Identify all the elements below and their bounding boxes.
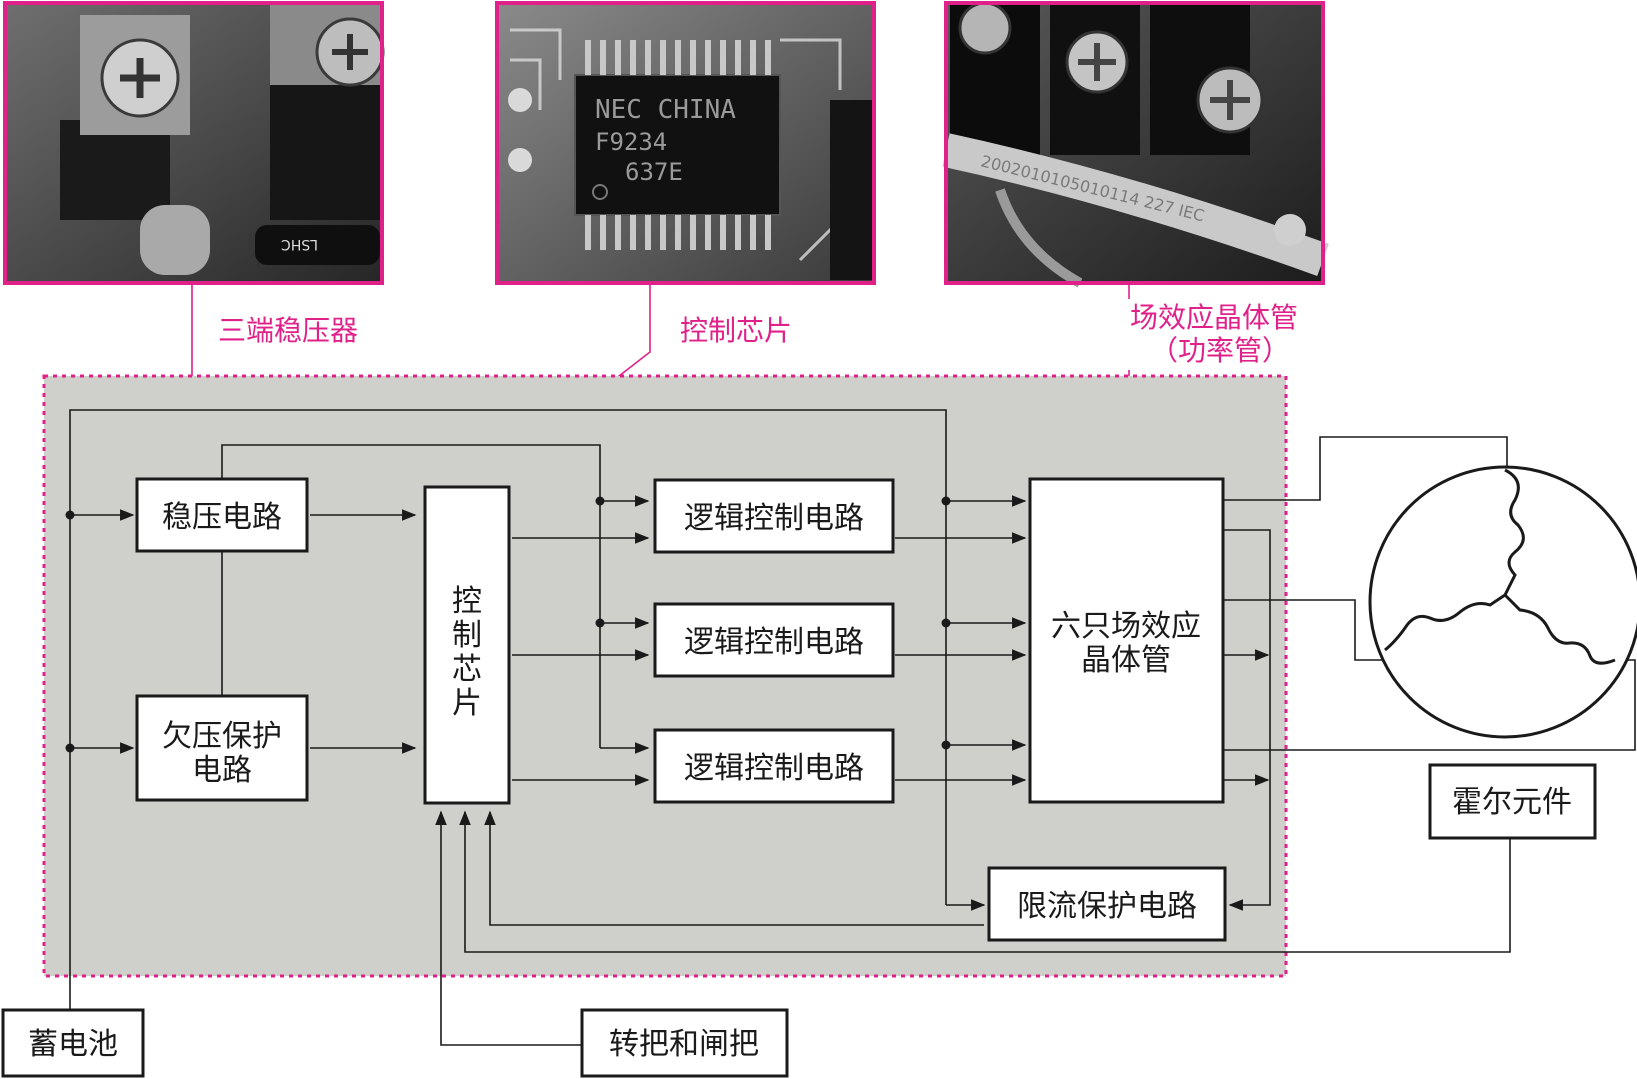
chip-marking-3: 637E	[625, 158, 683, 186]
fets-label-line1: 六只场效应	[1051, 609, 1201, 644]
current-limit-label: 限流保护电路	[1017, 889, 1197, 924]
logic-block-1: 逻辑控制电路	[653, 478, 895, 554]
battery-label: 蓄电池	[28, 1027, 118, 1062]
undervoltage-label-line1: 欠压保护	[162, 719, 282, 754]
hall-label: 霍尔元件	[1452, 785, 1572, 820]
chip-photo: NEC CHINA F9234 637E	[495, 1, 876, 285]
motor-windings	[1384, 468, 1616, 665]
control-chip-char-4: 片	[452, 686, 482, 721]
battery-block: 蓄电池	[1, 1008, 145, 1078]
control-chip-char-2: 制	[452, 618, 482, 653]
logic-label-2: 逻辑控制电路	[684, 625, 864, 660]
control-chip-char-1: 控	[452, 584, 482, 619]
fets-label-line2: 晶体管	[1081, 643, 1171, 678]
svg-text:LSHC: LSHC	[281, 236, 318, 252]
undervoltage-label-line2: 电路	[192, 753, 252, 788]
callout-power-tube: （功率管）	[1150, 334, 1290, 367]
callout-regulator: 三端稳压器	[218, 314, 358, 347]
undervoltage-block: 欠压保护 电路	[135, 694, 309, 802]
motor	[1368, 465, 1637, 739]
wires	[65, 409, 1636, 1046]
chip-marking-1: NEC CHINA	[595, 95, 736, 125]
fet-photo: 2002010105010114 227 IEC	[942, 1, 1329, 288]
current-limit-block: 限流保护电路	[987, 866, 1227, 942]
logic-block-2: 逻辑控制电路	[653, 602, 895, 678]
regulator-label: 稳压电路	[162, 500, 282, 535]
throttle-block: 转把和闸把	[580, 1008, 789, 1078]
fets-block: 六只场效应 晶体管	[1028, 477, 1225, 804]
motor-stator-circle	[1368, 465, 1637, 739]
chip-marking-2: F9234	[595, 128, 667, 156]
throttle-label: 转把和闸把	[609, 1027, 759, 1062]
callout-control-chip: 控制芯片	[680, 314, 792, 347]
logic-label-3: 逻辑控制电路	[684, 751, 864, 786]
control-chip-char-3: 芯	[452, 652, 482, 687]
logic-block-3: 逻辑控制电路	[653, 728, 895, 804]
callout-fet: 场效应晶体管	[1130, 301, 1298, 334]
logic-label-1: 逻辑控制电路	[684, 501, 864, 536]
regulator-photo: LSHC	[3, 1, 385, 285]
hall-block: 霍尔元件	[1428, 763, 1597, 840]
control-chip-block: 控 制 芯 片	[423, 485, 511, 805]
regulator-block: 稳压电路	[135, 477, 309, 553]
